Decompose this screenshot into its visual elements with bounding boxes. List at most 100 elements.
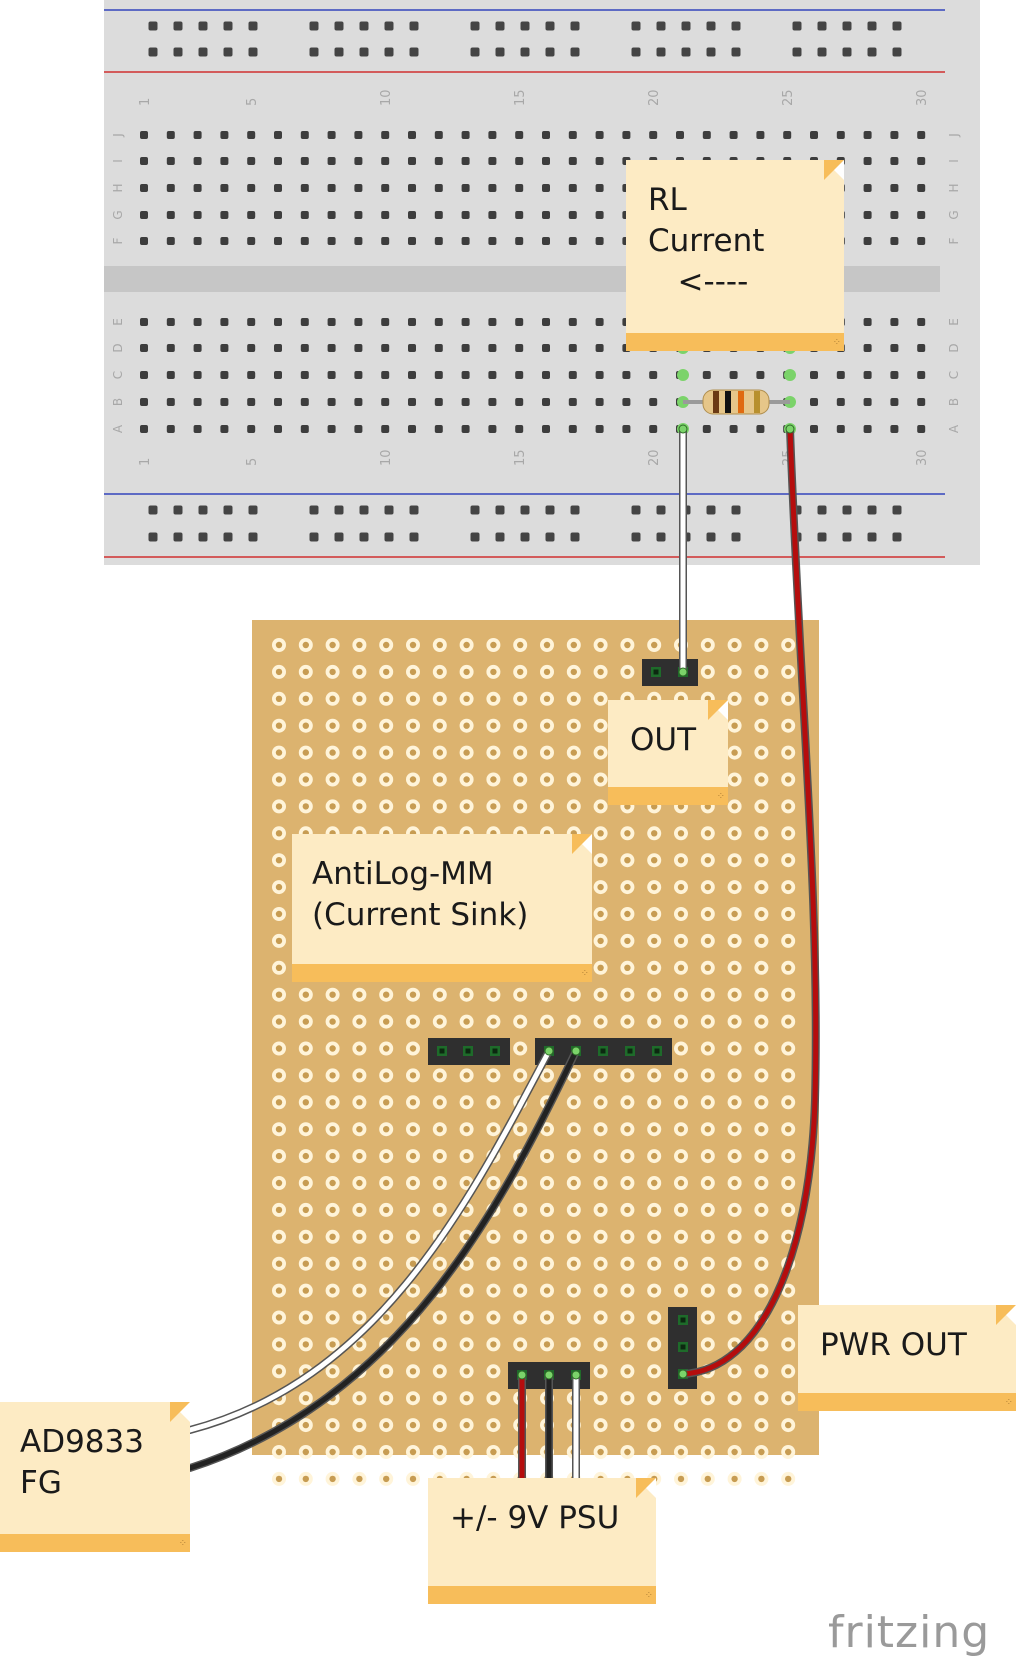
rail-hole: [173, 505, 183, 515]
stripboard-hole: [785, 1314, 792, 1321]
stripboard-hole: [490, 803, 497, 810]
terminal-hole: [917, 318, 926, 326]
stripboard-hole: [704, 1260, 711, 1267]
terminal-hole: [354, 318, 363, 326]
terminal-hole: [890, 157, 899, 165]
stripboard-hole: [517, 1341, 524, 1348]
rail-hole: [656, 505, 666, 515]
stripboard-hole: [597, 1448, 604, 1456]
stripboard-hole: [543, 668, 551, 676]
note-rl-current[interactable]: RL Current <---- ⁘: [626, 160, 844, 351]
stripboard-hole: [731, 991, 738, 998]
terminal-hole: [247, 318, 256, 326]
note-pwr-out[interactable]: PWR OUT ⁘: [798, 1305, 1016, 1411]
stripboard-hole: [624, 1099, 631, 1106]
stripboard-hole: [356, 776, 363, 783]
terminal-hole: [434, 398, 443, 406]
stripboard-hole: [463, 1287, 470, 1294]
terminal-hole: [274, 184, 282, 192]
rail-hole: [148, 532, 158, 542]
resize-grip-icon[interactable]: ⁘: [1004, 1397, 1013, 1408]
note-out[interactable]: OUT ⁘: [608, 700, 728, 805]
resize-grip-icon[interactable]: ⁘: [716, 791, 725, 802]
row-letter-label: E: [111, 318, 125, 326]
stripboard-hole: [677, 883, 685, 891]
stripboard-hole: [329, 1368, 336, 1375]
terminal-hole: [166, 425, 175, 433]
rail-hole: [409, 21, 419, 31]
terminal-hole: [381, 398, 390, 406]
rail-hole: [731, 532, 741, 542]
wire-end: [544, 1370, 554, 1380]
stripboard-hole: [463, 1421, 470, 1429]
note-antilog[interactable]: AntiLog-MM (Current Sink) ⁘: [292, 834, 592, 982]
terminal-hole: [247, 425, 256, 433]
stripboard-hole: [329, 776, 336, 783]
rail-hole: [359, 505, 369, 515]
stripboard-hole: [624, 883, 631, 891]
stripboard-hole: [677, 1099, 685, 1106]
stripboard-hole: [651, 1152, 658, 1160]
rail-hole: [248, 532, 258, 542]
stripboard-hole: [383, 803, 390, 810]
rail-hole: [570, 532, 580, 542]
row-letter-label: E: [947, 318, 961, 326]
note-psu[interactable]: +/- 9V PSU ⁘: [428, 1478, 656, 1604]
terminal-hole: [783, 131, 792, 139]
stripboard-hole: [651, 1287, 658, 1294]
terminal-hole: [622, 425, 631, 433]
rail-hole: [198, 21, 208, 31]
stripboard-hole: [731, 803, 738, 810]
stripboard-hole: [356, 1314, 363, 1321]
note-ad9833[interactable]: AD9833 FG ⁘: [0, 1402, 190, 1552]
terminal-hole: [622, 131, 631, 139]
stripboard-hole: [785, 1233, 792, 1241]
stripboard-hole: [517, 1179, 524, 1187]
stripboard-hole: [490, 991, 497, 998]
terminal-hole: [917, 184, 926, 192]
stripboard-hole: [543, 1072, 551, 1079]
rail-hole: [223, 21, 233, 31]
stripboard-hole: [597, 1314, 604, 1321]
stripboard-hole: [704, 937, 711, 945]
resize-grip-icon[interactable]: ⁘: [580, 968, 589, 979]
terminal-hole: [542, 211, 550, 219]
stripboard-hole: [356, 1448, 363, 1456]
rail-hole: [334, 532, 344, 542]
stripboard-hole: [704, 1018, 711, 1025]
stripboard-hole: [356, 1152, 363, 1160]
terminal-hole: [917, 371, 926, 379]
resize-grip-icon[interactable]: ⁘: [644, 1590, 653, 1601]
stripboard-hole: [329, 1341, 336, 1348]
terminal-hole: [461, 344, 470, 352]
terminal-hole: [729, 425, 738, 433]
rail-hole: [706, 532, 716, 542]
stripboard-hole: [624, 910, 631, 918]
stripboard-hole: [785, 1072, 792, 1079]
stripboard-hole: [517, 1045, 524, 1052]
stripboard-hole: [302, 668, 309, 676]
rail-hole: [309, 532, 319, 542]
stripboard-hole: [302, 1126, 309, 1133]
resize-grip-icon[interactable]: ⁘: [178, 1538, 187, 1549]
row-letter-label: J: [947, 133, 961, 138]
stripboard-hole: [651, 1421, 658, 1429]
terminal-hole: [836, 371, 845, 379]
stripboard-hole: [758, 1152, 765, 1160]
stripboard-hole: [570, 668, 577, 676]
terminal-hole: [408, 237, 416, 245]
terminal-hole: [810, 425, 818, 433]
terminal-hole: [917, 398, 926, 406]
terminal-hole: [408, 157, 416, 165]
stripboard-hole: [758, 883, 765, 891]
stripboard-hole: [704, 1179, 711, 1187]
rail-hole: [731, 47, 741, 57]
stripboard-hole: [490, 668, 497, 676]
stripboard-hole: [302, 1206, 309, 1214]
resize-grip-icon[interactable]: ⁘: [832, 337, 841, 348]
column-number-label: 20: [647, 449, 662, 466]
terminal-hole: [381, 131, 390, 139]
terminal-hole: [434, 344, 443, 352]
wire-end: [678, 1369, 688, 1379]
rail-hole: [359, 21, 369, 31]
